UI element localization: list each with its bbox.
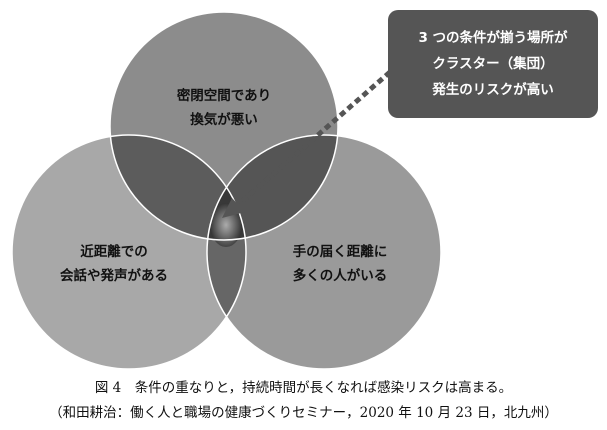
label-line: 手の届く距離に: [292, 244, 388, 260]
label-right: 手の届く距離に 多くの人がいる: [270, 240, 410, 288]
callout-line: クラスター（集団）: [432, 56, 554, 72]
circle-top: [110, 12, 338, 240]
label-line: 換気が悪い: [190, 112, 258, 128]
label-line: 近距離での: [80, 244, 148, 260]
label-line: 密閉空間であり: [176, 88, 272, 104]
arrow-head-icon: [222, 198, 245, 218]
figure-caption: 図 4 条件の重なりと，持続時間が長くなれば感染リスクは高まる。: [94, 380, 513, 396]
callout-line: 発生のリスクが高い: [432, 82, 554, 98]
figure-source: （和田耕治：働く人と職場の健康づくりセミナー，2020 年 10 月 23 日，…: [49, 405, 558, 421]
label-line: 会話や発声がある: [60, 268, 168, 284]
callout-arrow: [236, 70, 392, 207]
label-line: 多くの人がいる: [292, 268, 388, 284]
label-left: 近距離での 会話や発声がある: [44, 240, 184, 288]
callout-line: 3 つの条件が揃う場所が: [418, 30, 568, 46]
label-top: 密閉空間であり 換気が悪い: [154, 84, 294, 132]
callout-box: 3 つの条件が揃う場所が クラスター（集団） 発生のリスクが高い: [388, 10, 598, 118]
